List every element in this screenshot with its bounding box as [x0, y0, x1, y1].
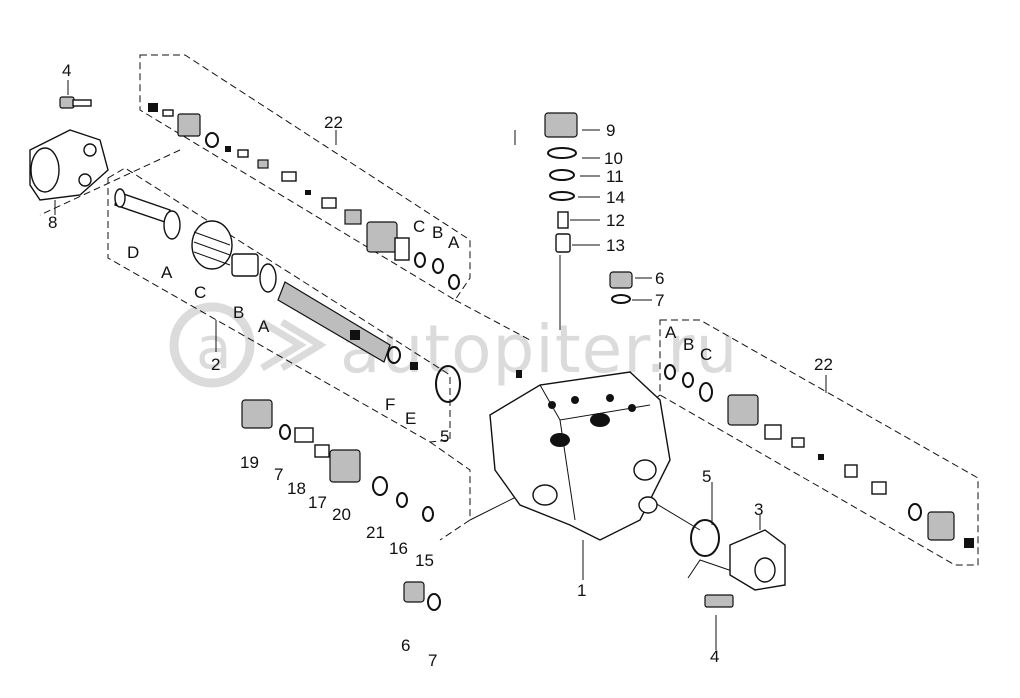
o-ring-part: [690, 519, 720, 557]
valve-body: [489, 370, 671, 541]
spool-parts: [114, 188, 461, 403]
callout-22b: 22: [814, 355, 833, 374]
callout-9: 9: [606, 121, 615, 140]
callout-B2: B: [233, 303, 244, 322]
callout-15: 15: [415, 551, 434, 570]
callout-F: F: [385, 395, 395, 414]
assembly-lines: [469, 130, 736, 579]
callout-A2: A: [161, 263, 173, 282]
callout-22a: 22: [324, 113, 343, 132]
callout-7b: 7: [274, 465, 283, 484]
callout-A3: A: [258, 317, 270, 336]
callout-4b: 4: [710, 647, 719, 666]
callout-B1: B: [432, 223, 443, 242]
callout-B3: B: [683, 335, 694, 354]
callout-21: 21: [366, 523, 385, 542]
callout-14: 14: [606, 188, 625, 207]
callout-A1: A: [448, 233, 460, 252]
svg-text:a: a: [196, 314, 233, 382]
group-box-lower-relief: [659, 319, 979, 566]
upper-relief-valve-parts: [148, 103, 460, 290]
bolt-part: [59, 96, 92, 109]
small-plug-upper: [609, 271, 633, 304]
callout-8: 8: [48, 213, 57, 232]
callout-4a: 4: [62, 61, 71, 80]
bolt-lower-part: [704, 594, 734, 608]
group-box-spool: [107, 167, 451, 443]
callout-1: 1: [577, 581, 586, 600]
callout-2: 2: [211, 355, 220, 374]
callout-16: 16: [389, 539, 408, 558]
flange-right-part: [729, 529, 786, 591]
callout-10: 10: [604, 149, 623, 168]
group-box-upper-relief: [139, 54, 471, 301]
callout-5a: 5: [440, 427, 449, 446]
watermark: a autopiter.ru: [169, 302, 738, 388]
callout-3: 3: [754, 500, 763, 519]
flange-part: [29, 129, 109, 201]
callout-7a: 7: [655, 291, 664, 310]
callout-6b: 6: [401, 636, 410, 655]
callout-18: 18: [287, 479, 306, 498]
callout-A4: A: [665, 323, 677, 342]
lower-relief-valve-parts: [664, 364, 974, 548]
callout-13: 13: [606, 236, 625, 255]
callout-19: 19: [240, 453, 259, 472]
callout-labels: 4 8 22 C B A D A C B A 2 F E 5 9 10 11 1…: [48, 61, 833, 670]
callout-7c: 7: [428, 651, 437, 670]
lower-valve-parts: [241, 399, 434, 522]
small-plug-lower: [403, 581, 441, 611]
callout-20: 20: [332, 505, 351, 524]
callout-12: 12: [606, 211, 625, 230]
callout-E: E: [405, 409, 416, 428]
watermark-text: autopiter.ru: [340, 311, 738, 388]
callout-17: 17: [308, 493, 327, 512]
callout-5b: 5: [702, 467, 711, 486]
plug-stack-parts: [544, 112, 578, 253]
callout-C2: C: [194, 283, 206, 302]
callout-D: D: [127, 243, 139, 262]
callout-11: 11: [606, 167, 624, 186]
callout-C3: C: [700, 345, 712, 364]
callout-C1: C: [413, 217, 425, 236]
callout-6a: 6: [655, 269, 664, 288]
